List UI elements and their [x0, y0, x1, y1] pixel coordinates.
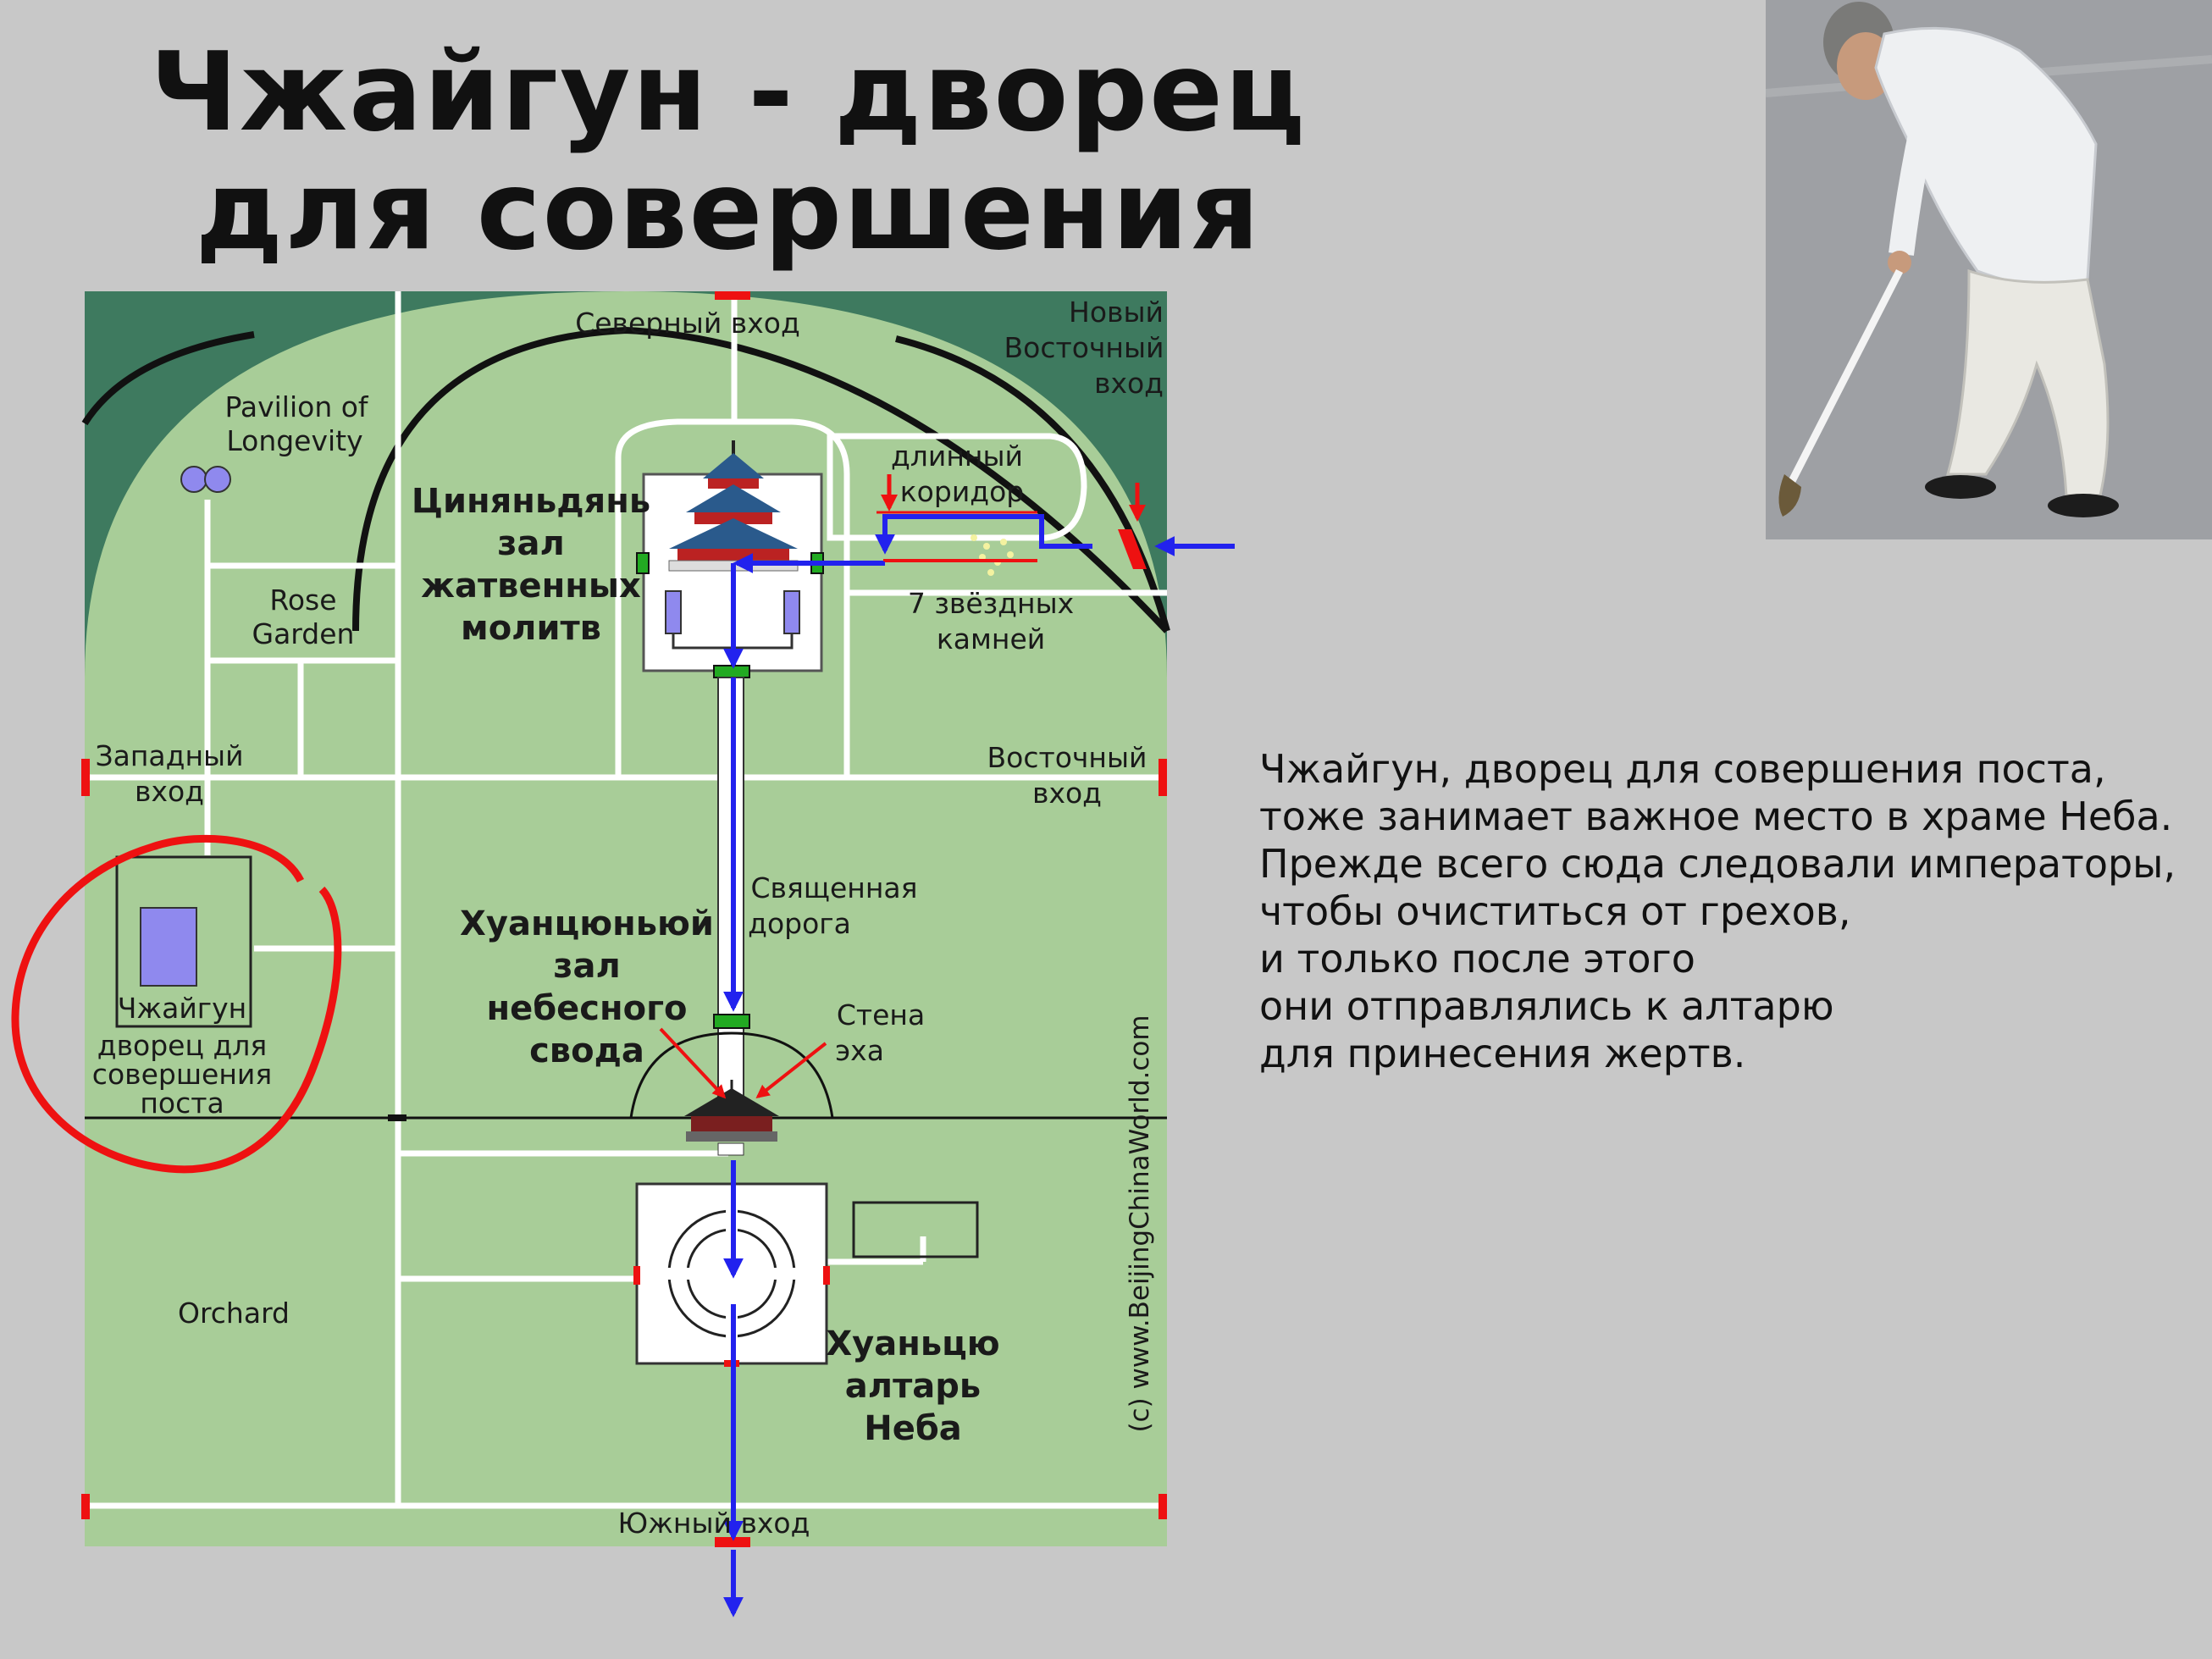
pavilion-icon-left: [180, 466, 207, 493]
zhaigong-highlight-circle: [11, 834, 342, 1174]
altar-gate-north: [717, 1142, 744, 1156]
south-entrance-label: Южный вход: [618, 1507, 810, 1540]
east-entrance-label-1: Восточный: [987, 741, 1147, 774]
altar-gate-marker-w: [633, 1266, 640, 1285]
huangqiongyu-label-2: зал: [553, 947, 621, 986]
east-entrance-label-2: вход: [1032, 777, 1102, 810]
zhaigong-hall: [140, 907, 197, 987]
zhaigong-label-2: дворец для: [97, 1029, 267, 1062]
seven-star-stones-icon: [971, 534, 1014, 576]
zhaigong-label-4: поста: [140, 1087, 224, 1120]
echo-wall-label-2: эха: [835, 1034, 884, 1067]
qinian-side-building-right: [783, 590, 800, 634]
rose-garden-label-1: Rose: [269, 583, 336, 617]
altar-gate-marker-e: [823, 1266, 830, 1285]
huangqiongyu-hall-icon: [684, 1080, 779, 1142]
description-line: Прежде всего сюда следовали императоры,: [1259, 841, 2176, 887]
echo-wall-label-1: Стена: [837, 998, 925, 1031]
road-network: [85, 291, 1167, 1509]
rose-garden-label-2: Garden: [252, 617, 355, 650]
slide-title: Чжайгун - дворец для совершения поста: [110, 34, 1347, 390]
qinian-gate-south: [713, 665, 750, 678]
map-copyright: (c) www.BeijingChinaWorld.com: [1125, 1015, 1155, 1432]
qinian-label-1: Циняньдянь: [412, 482, 650, 521]
qinian-label-2: зал: [497, 524, 565, 563]
qinian-hall-icon: [668, 440, 799, 572]
description-line: тоже занимает важное место в храме Неба.: [1259, 794, 2173, 839]
qinian-label-3: жатвенных: [421, 567, 641, 606]
new-east-entrance-label-3: вход: [1094, 367, 1164, 400]
description-line: они отправлялись к алтарю: [1259, 983, 1834, 1029]
description-line: для принесения жертв.: [1259, 1031, 1746, 1076]
zhaigong-compound: [115, 855, 252, 1028]
sacred-way-gate: [713, 1014, 750, 1029]
zhaigong-label-3: совершения: [92, 1058, 272, 1091]
seven-stars-label-1: 7 звёздных: [908, 587, 1074, 620]
pavilion-label-1: Pavilion of: [224, 390, 368, 423]
north-wall-curve: [352, 326, 1170, 633]
calligrapher-photo: [1766, 0, 2212, 539]
pavilion-label-2: Longevity: [226, 424, 362, 457]
north-entrance-label: Северный вход: [575, 307, 800, 340]
orchard-label: Orchard: [178, 1297, 290, 1330]
imperial-route: [659, 474, 1235, 1618]
huangqiongyu-label-3: небесного: [486, 989, 687, 1028]
huanqiu-label-3: Неба: [864, 1409, 962, 1448]
description-line: чтобы очиститься от грехов,: [1259, 888, 1851, 934]
echo-wall: [629, 1031, 834, 1119]
huangqiongyu-label-1: Хуанцюньюй: [460, 904, 714, 943]
qinian-gate-west: [636, 552, 650, 574]
long-corridor-label-2: коридор: [900, 475, 1024, 508]
description-line: Чжайгун, дворец для совершения поста,: [1259, 746, 2106, 792]
new-east-entrance-label-1: Новый: [1069, 296, 1164, 329]
pavilion-icon-right: [204, 466, 231, 493]
entrance-markers: [81, 291, 1167, 1547]
long-corridor-label-1: длинный: [891, 440, 1023, 473]
west-entrance-label-2: вход: [135, 775, 204, 808]
sacred-way-label-2: дорога: [748, 907, 851, 940]
description-line: и только после этого: [1259, 936, 1695, 982]
axis-marker: [388, 1114, 406, 1121]
sacred-way-label-1: Священная: [751, 871, 918, 904]
seven-stars-label-2: камней: [937, 622, 1045, 655]
new-east-entrance-label-2: Восточный: [1004, 331, 1164, 364]
huanqiu-label-2: алтарь: [845, 1367, 981, 1406]
altar-side-building: [852, 1201, 979, 1258]
qinian-side-building-left: [665, 590, 682, 634]
title-line-1: Чжайгун - дворец: [150, 30, 1307, 156]
temple-of-heaven-map: Северный вход Новый Восточный вход Pavil…: [11, 291, 1235, 1618]
qinian-label-4: молитв: [461, 609, 601, 648]
huangqiongyu-label-4: свода: [529, 1031, 644, 1070]
huanqiu-label-1: Хуаньцю: [826, 1324, 999, 1363]
zhaigong-label-1: Чжайгун: [118, 992, 246, 1025]
description-text: Чжайгун, дворец для совершения поста, то…: [1259, 745, 2199, 1077]
west-entrance-label-1: Западный: [95, 739, 243, 772]
